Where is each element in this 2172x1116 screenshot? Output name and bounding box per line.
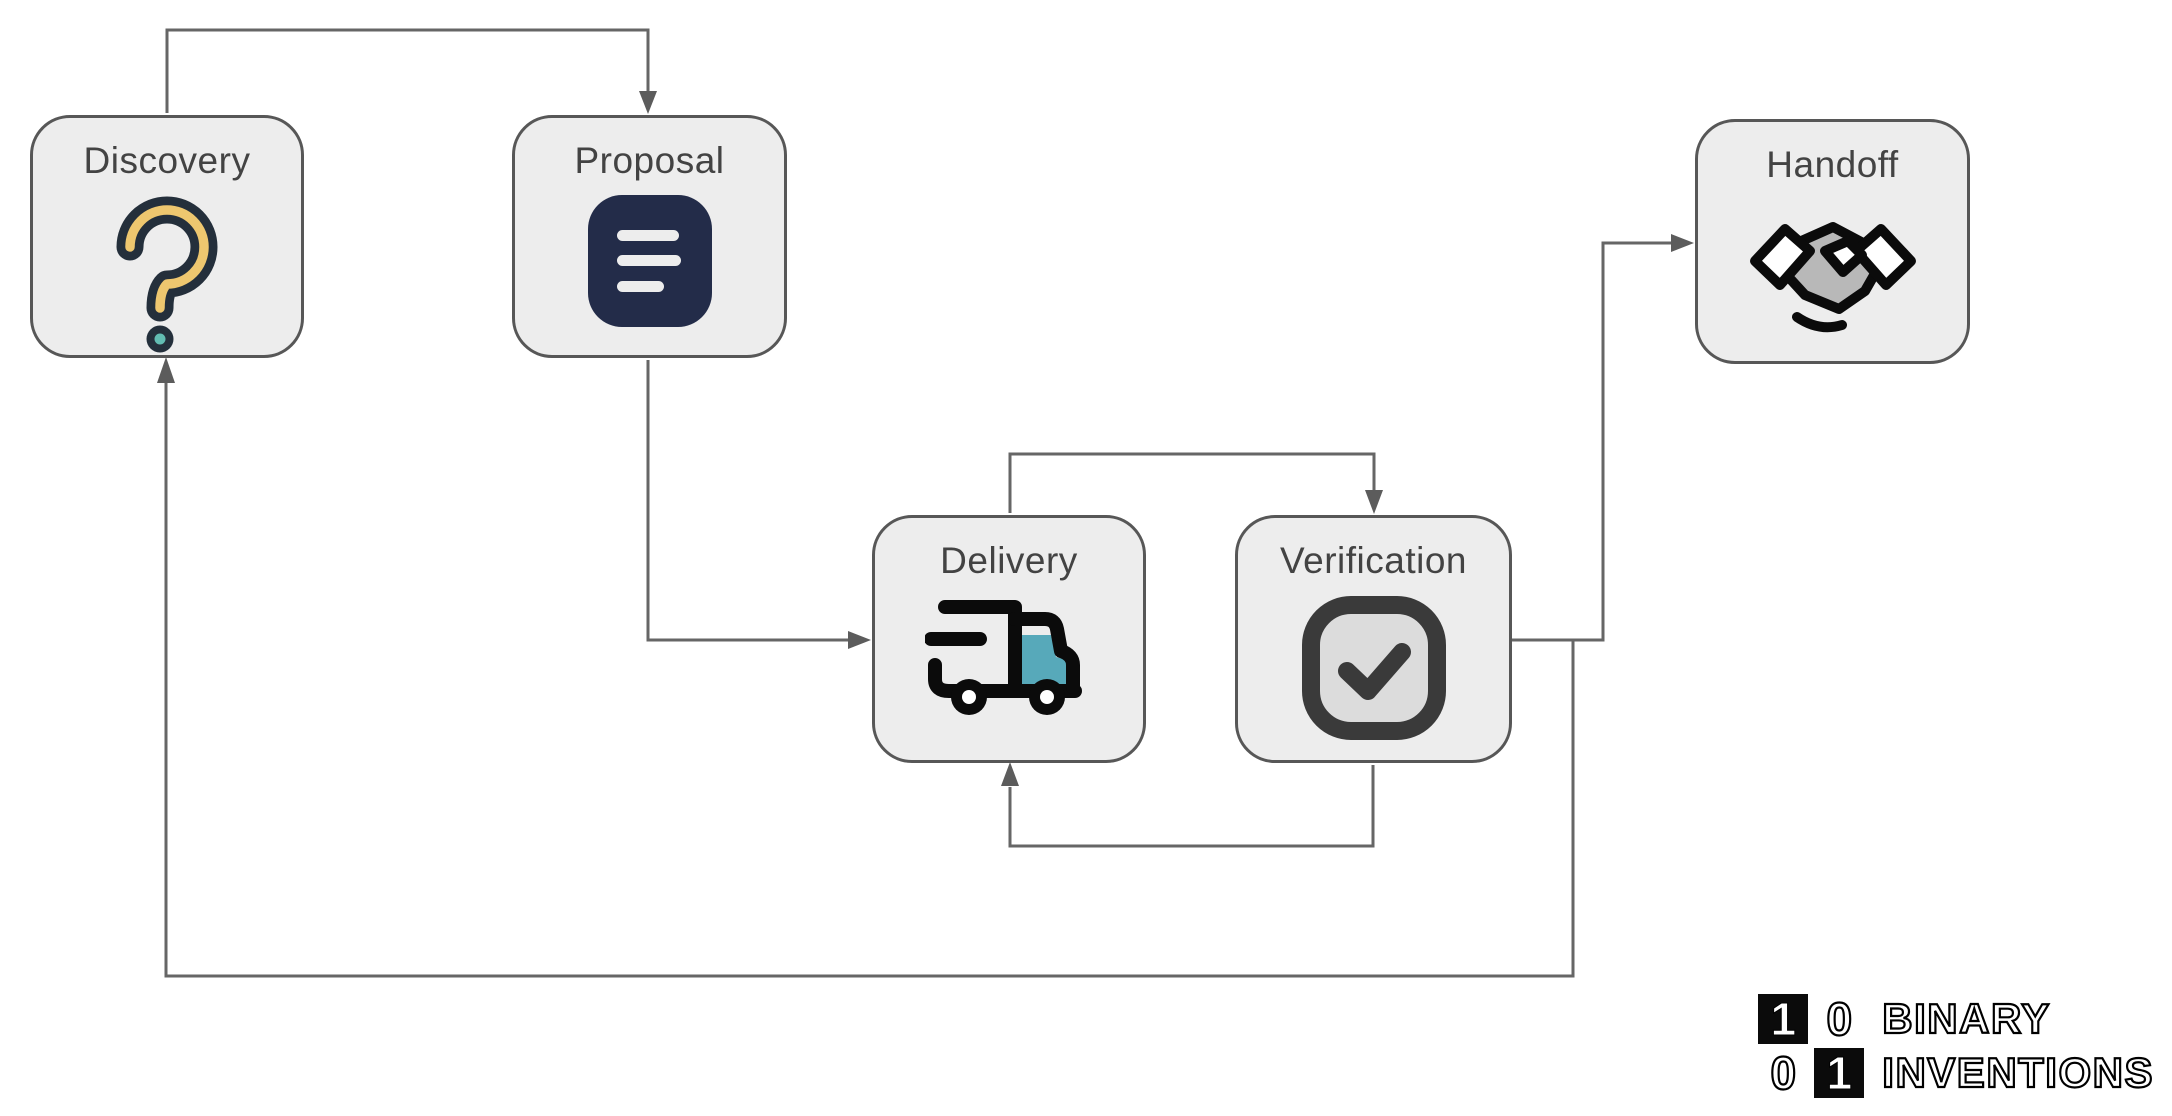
node-verification: Verification (1235, 515, 1512, 763)
checkmark-icon (1301, 595, 1446, 740)
document-icon (587, 194, 712, 327)
arrowhead-into-verification (1365, 490, 1383, 514)
question-mark-icon (116, 196, 218, 353)
edge-discovery-proposal (165, 28, 650, 113)
node-label: Delivery (940, 540, 1078, 581)
logo-row: 1 0 BINARY (1758, 994, 2050, 1044)
logo-word: INVENTIONS (1881, 1048, 2154, 1097)
edge-verification-handoff (1512, 241, 1671, 642)
logo-word: BINARY (1881, 994, 2051, 1043)
arrowhead-into-delivery-left (848, 631, 871, 649)
node-label: Discovery (83, 140, 251, 181)
node-handoff: Handoff (1695, 119, 1970, 364)
logo-bit-cell: 0 (1825, 993, 1853, 1045)
arrowhead-into-discovery (157, 357, 175, 383)
node-label: Verification (1280, 540, 1467, 581)
arrowhead-into-delivery-bottom (1001, 762, 1019, 786)
node-proposal: Proposal (512, 115, 787, 358)
edge-proposal-delivery (646, 360, 848, 642)
binary-inventions-logo: 1 0 BINARY 0 1 INVENTIONS (1758, 994, 2154, 1098)
arrowhead-into-proposal (639, 91, 657, 114)
logo-row: 0 1 INVENTIONS (1758, 1048, 2154, 1098)
logo-bit-cell: 0 (1769, 1047, 1797, 1099)
node-discovery: Discovery (30, 115, 304, 358)
node-label: Proposal (574, 140, 725, 181)
delivery-truck-icon (925, 599, 1082, 715)
edge-delivery-verification (1008, 452, 1376, 513)
node-delivery: Delivery (872, 515, 1146, 763)
logo-bit-cell: 1 (1758, 994, 1809, 1044)
edge-verification-discovery (164, 382, 1575, 978)
arrowhead-into-handoff (1671, 234, 1694, 252)
logo-bit-cell: 1 (1814, 1048, 1865, 1098)
edge-verification-delivery (1008, 765, 1375, 848)
handshake-icon (1749, 221, 1916, 332)
node-label: Handoff (1766, 144, 1899, 185)
